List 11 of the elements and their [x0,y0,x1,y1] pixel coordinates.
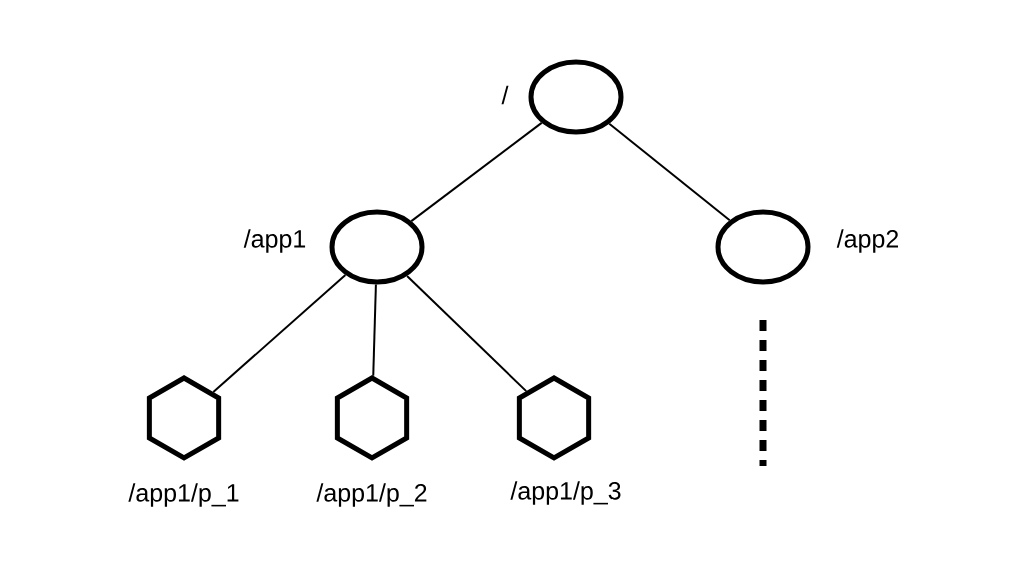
connector-line [372,283,377,377]
node-label: /app1 [243,229,306,253]
connector-line [608,122,731,222]
node-label: /app1/p_2 [316,483,427,507]
node-label: /app1/p_1 [128,483,239,507]
connector-line [406,275,528,393]
node-label: / [501,85,509,105]
connector-line [212,274,347,393]
connector-line [410,121,543,223]
node-label: /app2 [836,229,898,253]
node-label: /app1/p_3 [510,481,621,505]
